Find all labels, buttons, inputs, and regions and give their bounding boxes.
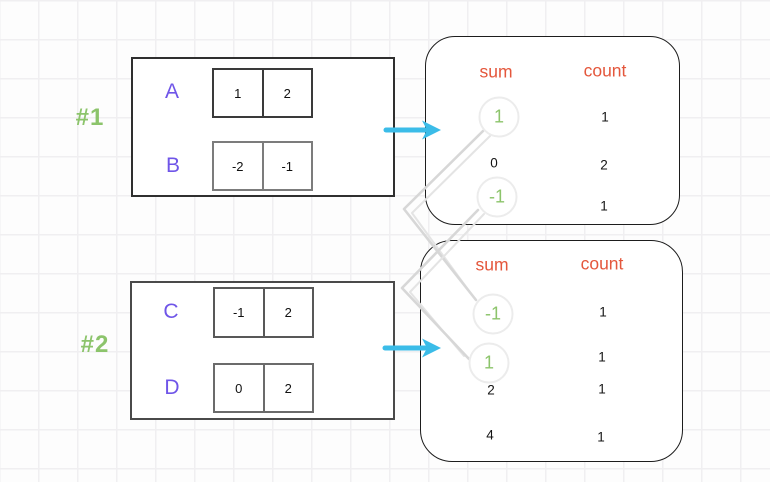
table-2-row-0-sum: -1 <box>484 303 501 324</box>
table-2-row-2-count: 1 <box>598 381 606 397</box>
table-2-highlight-circle-sum-neg1: -1 <box>472 293 514 335</box>
array-d-cell-0: 0 <box>235 380 243 396</box>
array-c-cell-1: 2 <box>262 289 313 336</box>
table-2-row-1-sum: 1 <box>483 352 494 373</box>
result-panel-1 <box>425 36 680 225</box>
table-1-row-1-count: 2 <box>600 157 608 173</box>
array-b-cells: -2 -1 <box>212 141 313 191</box>
table-2-sum-header: sum <box>475 254 509 275</box>
group-1-label: #1 <box>75 104 105 131</box>
array-a-cell-1: 2 <box>261 70 312 116</box>
table-2-row-0-count: 1 <box>599 304 607 320</box>
array-c-label: C <box>163 300 179 323</box>
group-2-label: #2 <box>80 331 110 358</box>
table-1-row-2-count: 1 <box>600 198 608 214</box>
table-2-row-1-count: 1 <box>598 349 606 365</box>
table-1-row-2-sum: -1 <box>488 186 505 207</box>
array-b-cell-1: -1 <box>261 143 312 189</box>
array-b-label: B <box>165 154 181 177</box>
array-b-cell-0: -2 <box>231 158 244 174</box>
result-panel-2 <box>420 240 683 462</box>
array-d-cells: 0 2 <box>213 363 314 413</box>
table-2-highlight-circle-sum-1: 1 <box>468 342 510 384</box>
table-1-highlight-circle-sum-neg1: -1 <box>476 176 518 218</box>
table-1-sum-header: sum <box>479 61 513 82</box>
table-1-highlight-circle-sum-1: 1 <box>478 96 520 138</box>
array-a-label: A <box>164 80 180 103</box>
table-1-row-0-count: 1 <box>601 109 609 125</box>
table-2-row-3-sum: 4 <box>486 427 494 443</box>
array-a-cell-0: 1 <box>234 85 242 101</box>
array-a-cells: 1 2 <box>212 68 313 118</box>
table-1-row-1-sum: 0 <box>490 155 498 171</box>
table-2-count-header: count <box>580 253 624 274</box>
array-d-cell-1: 2 <box>262 365 313 411</box>
array-d-label: D <box>164 376 180 399</box>
table-1-count-header: count <box>583 60 627 81</box>
array-c-cells: -1 2 <box>213 287 314 338</box>
array-c-cell-0: -1 <box>232 305 245 320</box>
table-2-row-3-count: 1 <box>597 429 605 445</box>
table-1-row-0-sum: 1 <box>493 106 504 127</box>
table-2-row-2-sum: 2 <box>487 382 495 398</box>
